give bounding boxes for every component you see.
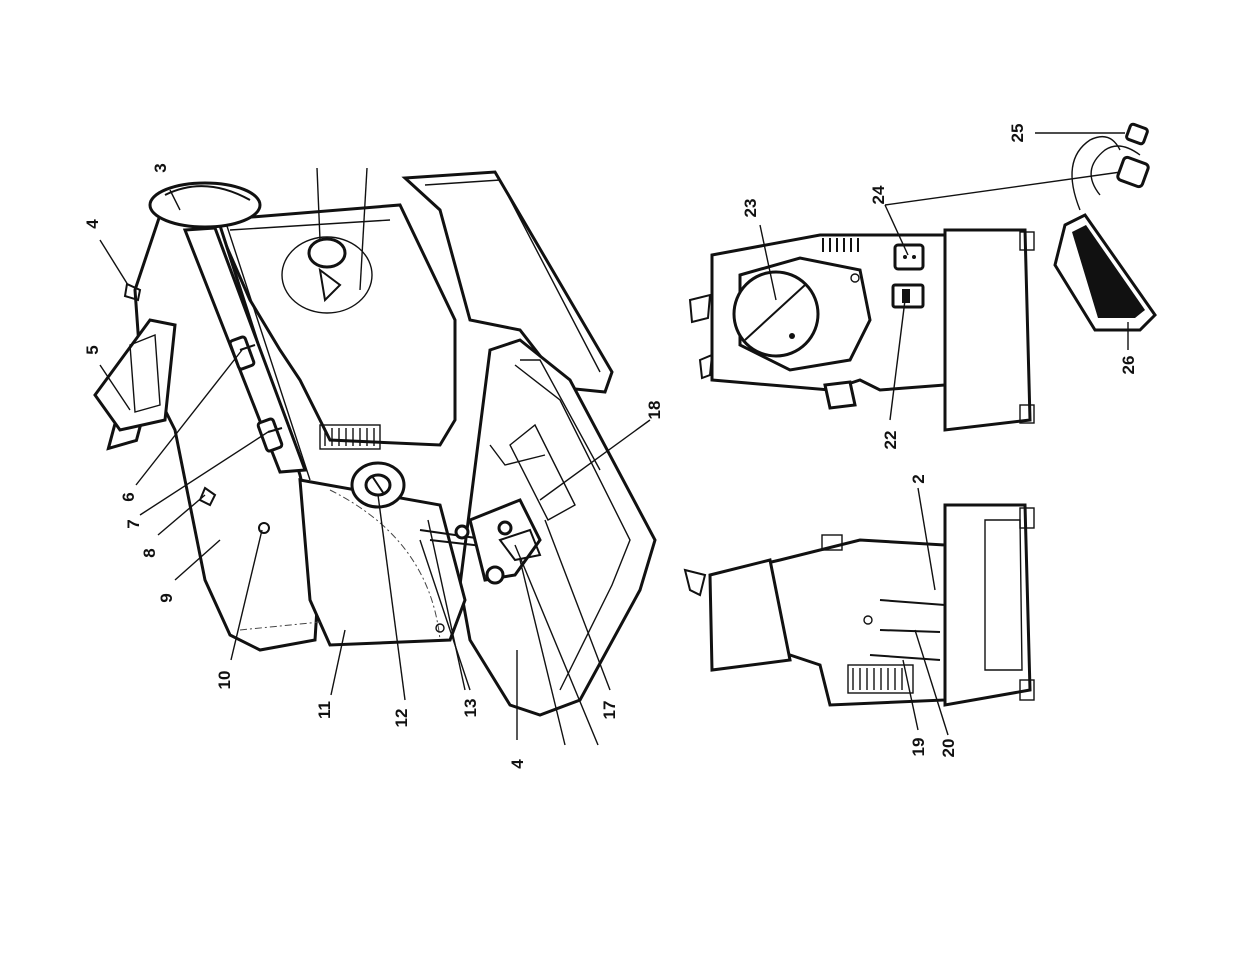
- side-view-illustration: [685, 488, 1034, 735]
- machine-plug[interactable]: [1117, 156, 1150, 187]
- label-17: 17: [600, 701, 619, 720]
- power-socket[interactable]: [895, 245, 923, 269]
- label-20: 20: [939, 739, 958, 758]
- label-12: 12: [392, 709, 411, 728]
- main-machine-illustration: [95, 168, 655, 745]
- label-9: 9: [157, 593, 176, 602]
- leader-24b: [885, 170, 1135, 205]
- label-6: 6: [119, 492, 138, 501]
- handwheel-end[interactable]: [734, 272, 818, 356]
- label-4a: 4: [83, 219, 102, 229]
- label-19: 19: [909, 738, 928, 757]
- label-4b: 4: [508, 759, 527, 769]
- wall-plug[interactable]: [1126, 123, 1148, 144]
- side-base: [945, 505, 1030, 705]
- foot-control-illustration: [1035, 123, 1155, 350]
- label-8: 8: [140, 548, 159, 557]
- label-11: 11: [315, 701, 334, 719]
- label-18: 18: [645, 401, 664, 420]
- end-top-fitting: [690, 295, 710, 322]
- end-knob: [825, 382, 855, 408]
- label-24: 24: [869, 185, 888, 204]
- label-22: 22: [881, 431, 900, 450]
- label-2: 2: [909, 474, 928, 483]
- label-26: 26: [1119, 356, 1138, 375]
- label-25: 25: [1008, 124, 1027, 143]
- tension-dial[interactable]: [352, 463, 404, 507]
- label-7: 7: [124, 519, 143, 528]
- label-3: 3: [151, 163, 170, 172]
- side-spool: [685, 570, 705, 595]
- handwheel: [150, 183, 260, 227]
- label-23: 23: [741, 199, 760, 218]
- label-13: 13: [461, 699, 480, 718]
- leader-4a: [100, 240, 128, 285]
- end-base: [945, 230, 1030, 430]
- label-10: 10: [215, 671, 234, 690]
- label-5: 5: [83, 345, 102, 354]
